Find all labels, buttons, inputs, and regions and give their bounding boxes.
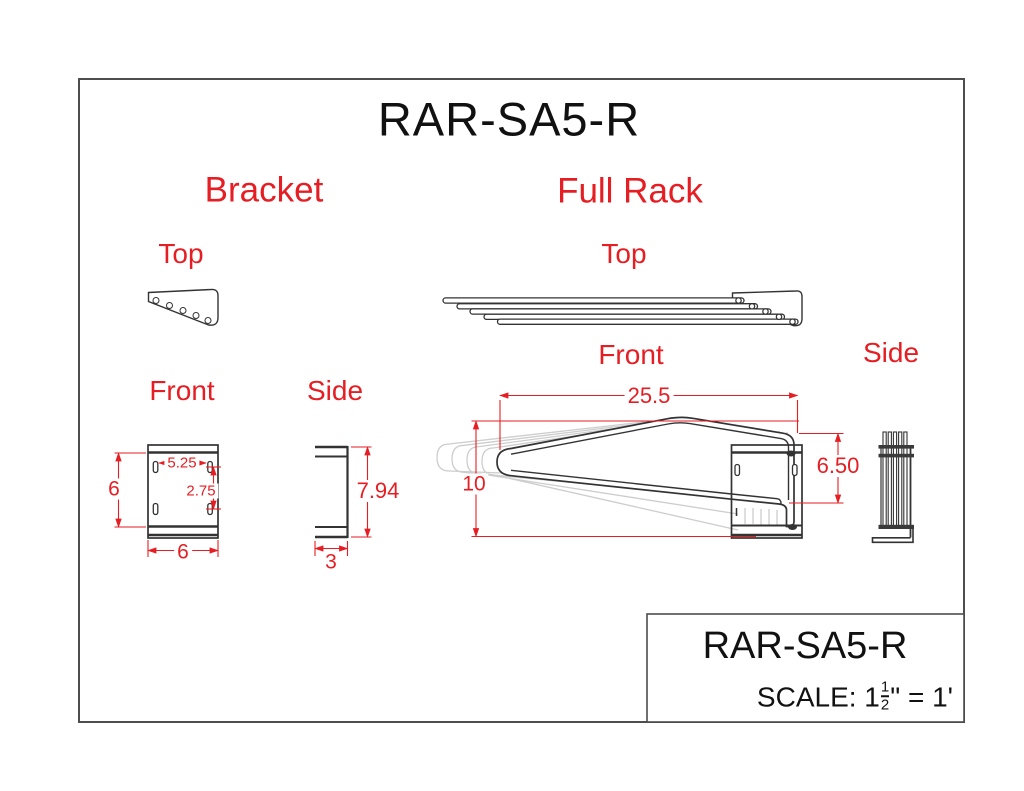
scale-fraction: 1 2 xyxy=(880,678,890,713)
bracket-top-label: Top xyxy=(158,238,204,269)
page-title: RAR-SA5-R xyxy=(377,92,641,146)
rack-front-label: Front xyxy=(598,339,664,370)
scale-fraction-numerator: 1 xyxy=(880,678,890,696)
bracket-front-label: Front xyxy=(149,375,215,406)
bracket-side-label: Side xyxy=(306,375,364,406)
rack-plate xyxy=(730,444,803,539)
main-arm xyxy=(496,416,797,530)
rack-side-view xyxy=(871,431,914,544)
bracket-heading: Bracket xyxy=(204,170,324,210)
dim-bracket-slot-spacing-v: 2.75 xyxy=(183,483,219,499)
dim-bracket-width: 6 xyxy=(174,541,192,563)
dim-bracket-slot-spacing-h: 5.25 xyxy=(164,455,200,471)
title-block-scale: SCALE: 1 1 2 " = 1' xyxy=(756,678,953,714)
scale-prefix: SCALE: 1 xyxy=(756,681,880,712)
dim-rack-height-left: 10 xyxy=(459,473,489,495)
bracket-top-view xyxy=(147,288,219,326)
rack-front-view xyxy=(436,392,844,539)
sheet-border xyxy=(78,78,965,723)
title-block-frame xyxy=(646,613,965,723)
rack-top-label: Top xyxy=(601,238,647,269)
dim-bracket-side-height: 7.94 xyxy=(353,480,403,502)
full-rack-heading: Full Rack xyxy=(557,171,703,211)
rack-side-label: Side xyxy=(862,337,920,368)
scale-suffix: " = 1' xyxy=(890,681,953,712)
dim-bracket-side-depth: 3 xyxy=(325,550,337,574)
dim-rack-length: 25.5 xyxy=(624,385,674,407)
dim-rack-height-right: 6.50 xyxy=(813,455,863,477)
dim-bracket-height: 6 xyxy=(105,478,123,500)
title-block-part-number: RAR-SA5-R xyxy=(702,625,908,667)
rack-top-view xyxy=(442,290,803,327)
scale-fraction-denominator: 2 xyxy=(880,695,890,713)
